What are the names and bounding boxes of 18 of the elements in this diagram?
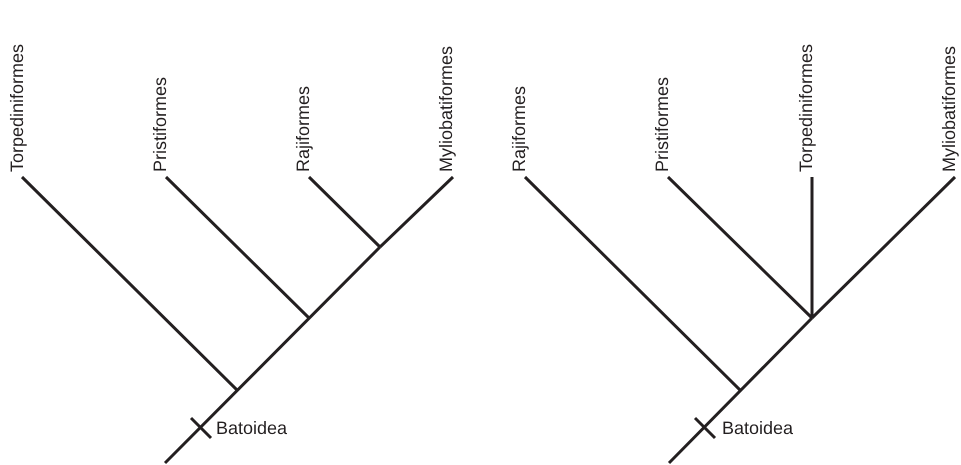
clade-label: Batoidea <box>216 418 288 438</box>
branch-line <box>810 176 956 320</box>
branch-line <box>810 177 814 318</box>
taxon-label: Pristiformes <box>150 76 170 172</box>
branch-line <box>164 176 310 320</box>
taxon-label: Torpediniformes <box>796 44 816 172</box>
taxon-label: Myliobatiformes <box>939 46 959 172</box>
taxon-label: Rajiformes <box>293 86 313 172</box>
branch-line <box>378 176 454 248</box>
branch-line <box>308 176 382 248</box>
taxon-label: Torpediniformes <box>7 44 27 172</box>
branch-line <box>20 176 238 392</box>
taxon-label: Myliobatiformes <box>436 46 456 172</box>
clade-label: Batoidea <box>722 418 794 438</box>
branch-line <box>666 176 814 320</box>
taxon-label: Rajiformes <box>509 86 529 172</box>
branch-line <box>524 176 742 392</box>
taxon-label: Pristiformes <box>652 76 672 172</box>
